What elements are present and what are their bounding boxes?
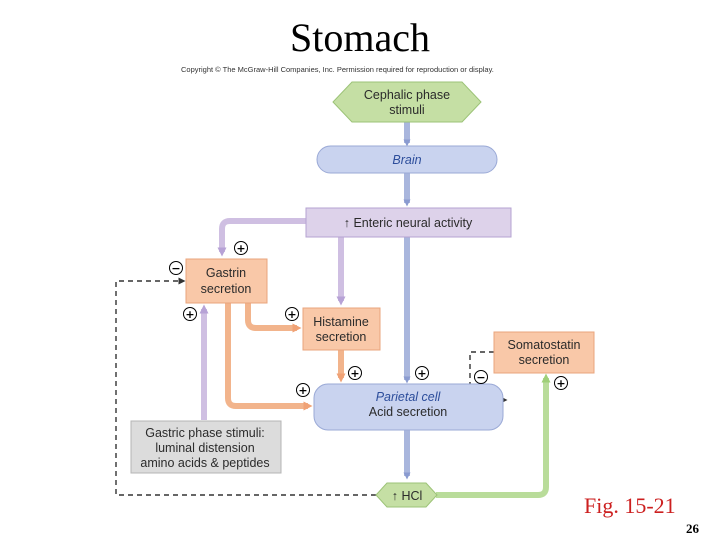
svg-text:+: + bbox=[185, 308, 194, 321]
somatostatin-line2: secretion bbox=[519, 353, 570, 367]
minus-icon: − bbox=[169, 261, 183, 275]
plus-icon: + bbox=[285, 307, 299, 321]
parietal-line1: Parietal cell bbox=[376, 390, 442, 404]
gastrin-line2: secretion bbox=[201, 282, 252, 296]
brain-label: Brain bbox=[392, 153, 421, 167]
plus-icon: + bbox=[234, 241, 248, 255]
gastric-phase-line1: Gastric phase stimuli: bbox=[145, 426, 264, 440]
regulation-markers: + − + + + + − + bbox=[169, 241, 568, 397]
svg-text:+: + bbox=[287, 308, 296, 321]
node-hcl: ↑ HCl bbox=[375, 482, 438, 508]
dashed-hcl-to-gastrin bbox=[115, 277, 376, 496]
histamine-line1: Histamine bbox=[313, 315, 369, 329]
plus-icon: + bbox=[183, 307, 197, 321]
node-gastrin-secretion: Gastrin secretion bbox=[185, 258, 268, 304]
svg-text:+: + bbox=[556, 377, 565, 390]
page-number: 26 bbox=[686, 521, 699, 536]
node-histamine-secretion: Histamine secretion bbox=[302, 307, 381, 351]
svg-text:+: + bbox=[298, 384, 307, 397]
gastric-phase-line2: luminal distension bbox=[155, 441, 254, 455]
minus-icon: − bbox=[474, 370, 488, 384]
parietal-line2: Acid secretion bbox=[369, 405, 448, 419]
dashed-somatostatin-to-parietal bbox=[469, 351, 508, 404]
arrow-gastrin-to-histamine bbox=[245, 303, 302, 333]
svg-text:+: + bbox=[236, 242, 245, 255]
plus-icon: + bbox=[348, 366, 362, 380]
cephalic-line2: stimuli bbox=[389, 103, 424, 117]
svg-text:−: − bbox=[171, 262, 180, 275]
slide-title: Stomach bbox=[290, 15, 430, 60]
connectors bbox=[115, 120, 551, 498]
svg-text:+: + bbox=[350, 367, 359, 380]
node-parietal-cell: Parietal cell Acid secretion bbox=[313, 383, 504, 431]
svg-text:−: − bbox=[476, 371, 485, 384]
arrow-gastrin-to-parietal bbox=[225, 303, 313, 411]
gastrin-line1: Gastrin bbox=[206, 266, 246, 280]
arrow-hcl-to-somatostatin bbox=[436, 373, 551, 498]
cephalic-line1: Cephalic phase bbox=[364, 88, 450, 102]
hcl-label: ↑ HCl bbox=[392, 489, 423, 503]
node-gastric-phase-stimuli: Gastric phase stimuli: luminal distensio… bbox=[130, 420, 282, 474]
figure-label: Fig. 15-21 bbox=[584, 493, 676, 518]
svg-text:+: + bbox=[417, 367, 426, 380]
somatostatin-line1: Somatostatin bbox=[508, 338, 581, 352]
node-enteric-neural-activity: ↑ Enteric neural activity bbox=[305, 207, 512, 238]
plus-icon: + bbox=[296, 383, 310, 397]
copyright-notice: Copyright © The McGraw-Hill Companies, I… bbox=[181, 65, 494, 74]
enteric-label: ↑ Enteric neural activity bbox=[344, 216, 473, 230]
histamine-line2: secretion bbox=[316, 330, 367, 344]
plus-icon: + bbox=[415, 366, 429, 380]
node-somatostatin-secretion: Somatostatin secretion bbox=[493, 331, 595, 374]
node-brain: Brain bbox=[316, 145, 498, 174]
node-cephalic-phase: Cephalic phase stimuli bbox=[332, 81, 482, 123]
gastric-phase-line3: amino acids & peptides bbox=[140, 456, 269, 470]
plus-icon: + bbox=[554, 376, 568, 390]
arrow-enteric-to-gastrin bbox=[217, 218, 306, 257]
